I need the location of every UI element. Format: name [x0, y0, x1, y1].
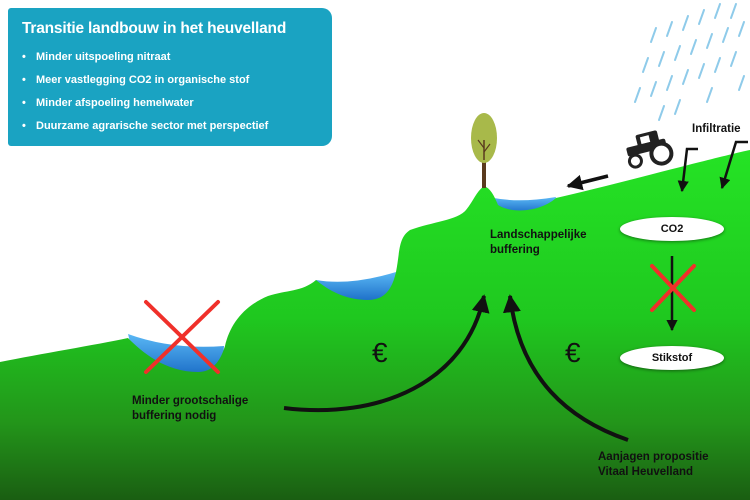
less-buffering-line: Minder grootschalige — [132, 395, 249, 407]
info-bullet: Duurzame agrarische sector met perspecti… — [22, 119, 318, 142]
cross-icon — [144, 300, 220, 374]
info-bullet: Meer vastlegging CO2 in organische stof — [22, 73, 318, 96]
propositie-line: Vitaal Heuvelland — [598, 466, 694, 478]
landscape-buffering-line: buffering — [490, 244, 540, 256]
co2-oval: CO2 — [620, 217, 724, 241]
green-hill — [0, 150, 750, 500]
less-buffering-line: buffering nodig — [132, 410, 217, 422]
landscape-buffering-line: Landschappelijke — [490, 229, 587, 241]
info-box-title: Transitie landbouw in het heuvelland — [22, 20, 287, 37]
runoff-arrow — [566, 174, 609, 191]
stikstof-oval: Stikstof — [620, 346, 724, 370]
euro-icon: € — [565, 337, 581, 368]
tree-icon — [471, 113, 497, 188]
less-buffering-label: Minder grootschalige buffering nodig — [132, 394, 248, 424]
rain-icon — [634, 3, 745, 121]
info-box-list: Minder uitspoeling nitraat Meer vastlegg… — [22, 50, 318, 142]
buffering-arrow-right — [502, 294, 629, 442]
info-bullet: Minder uitspoeling nitraat — [22, 50, 318, 73]
tractor-icon — [626, 130, 674, 169]
euro-icon: € — [372, 337, 388, 368]
infiltration-arrow-left — [677, 147, 698, 193]
buffering-arrow-left — [283, 294, 490, 413]
infiltration-arrow-right — [719, 140, 748, 190]
landscape-buffering-label: Landschappelijke buffering — [490, 228, 587, 258]
propositie-label: Aanjagen propositie Vitaal Heuvelland — [598, 450, 709, 480]
info-box: Transitie landbouw in het heuvelland Min… — [8, 8, 332, 146]
infiltratie-label: Infiltratie — [692, 123, 741, 135]
propositie-line: Aanjagen propositie — [598, 451, 709, 463]
cross-icon — [650, 264, 696, 312]
info-bullet: Minder afspoeling hemelwater — [22, 96, 318, 119]
